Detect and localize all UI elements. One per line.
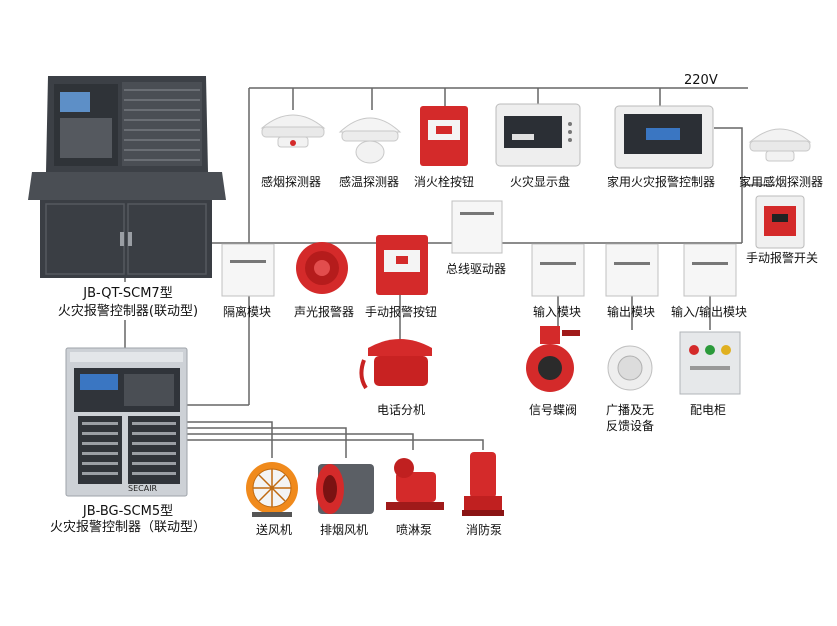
label-speaker-line-1: 广播及无 — [605, 403, 655, 417]
sub-controller-name: 火灾报警控制器（联动型） — [49, 520, 207, 535]
label-hydrant-button: 消火栓按钮 — [413, 175, 475, 189]
sub-controller-model: JB-BG-SCM5型 — [82, 504, 174, 519]
label-bus-driver: 总线驱动器 — [445, 262, 507, 276]
sprinkler-pump-icon — [386, 458, 444, 510]
label-io-module: 输入/输出模块 — [670, 305, 748, 319]
label-manual-switch: 手动报警开关 — [745, 251, 819, 265]
isolation-module-icon — [221, 243, 275, 297]
label-fire-display: 火灾显示盘 — [509, 175, 571, 189]
sound-light-alarm-icon — [296, 242, 348, 294]
home-alarm-controller-icon — [614, 105, 714, 169]
heat-detector-icon — [338, 117, 402, 164]
manual-switch-icon — [755, 195, 805, 249]
main-controller-cabinet — [28, 76, 226, 278]
hydrant-button-icon — [420, 106, 468, 166]
manual-alarm-button-icon — [376, 235, 428, 295]
bus-driver-icon — [451, 200, 503, 254]
label-output-module: 输出模块 — [606, 305, 656, 319]
label-telephone: 电话分机 — [376, 403, 426, 417]
main-controller-model: JB-QT-SCM7型 — [83, 286, 173, 301]
io-module-icon — [683, 243, 737, 297]
exhaust-fan-icon — [316, 464, 374, 514]
telephone-icon — [359, 339, 432, 390]
label-distribution-cabinet: 配电柜 — [689, 403, 727, 417]
label-isolation-module: 隔离模块 — [222, 305, 272, 319]
supply-fan-icon — [246, 462, 298, 517]
label-fire-pump: 消防泵 — [465, 523, 503, 537]
fire-pump-icon — [462, 452, 504, 516]
label-butterfly-valve: 信号蝶阀 — [528, 403, 578, 417]
butterfly-valve-icon — [526, 326, 580, 392]
label-exhaust-fan: 排烟风机 — [319, 523, 369, 537]
input-module-icon — [531, 243, 585, 297]
label-speaker-line-2: 反馈设备 — [605, 419, 655, 433]
label-supply-fan: 送风机 — [255, 523, 293, 537]
main-controller-name: 火灾报警控制器(联动型) — [57, 304, 199, 319]
label-sprinkler-pump: 喷淋泵 — [395, 523, 433, 537]
label-heat-detector: 感温探测器 — [338, 175, 400, 189]
home-smoke-detector-icon — [748, 128, 812, 162]
fire-display-panel-icon — [495, 103, 581, 167]
label-manual-alarm-button: 手动报警按钮 — [364, 305, 438, 319]
sub-controller-brand: SECAIR — [128, 484, 158, 493]
label-home-controller: 家用火灾报警控制器 — [606, 175, 716, 189]
smoke-detector-icon — [260, 114, 326, 148]
distribution-cabinet-icon — [679, 331, 741, 395]
voltage-label: 220V — [684, 73, 718, 88]
label-home-smoke-detector: 家用感烟探测器 — [738, 175, 824, 189]
label-sound-light-alarm: 声光报警器 — [293, 305, 355, 319]
broadcast-speaker-icon — [607, 345, 653, 391]
label-input-module: 输入模块 — [532, 305, 582, 319]
output-module-icon — [605, 243, 659, 297]
sub-controller-panel — [65, 347, 188, 497]
label-smoke-detector: 感烟探测器 — [260, 175, 322, 189]
